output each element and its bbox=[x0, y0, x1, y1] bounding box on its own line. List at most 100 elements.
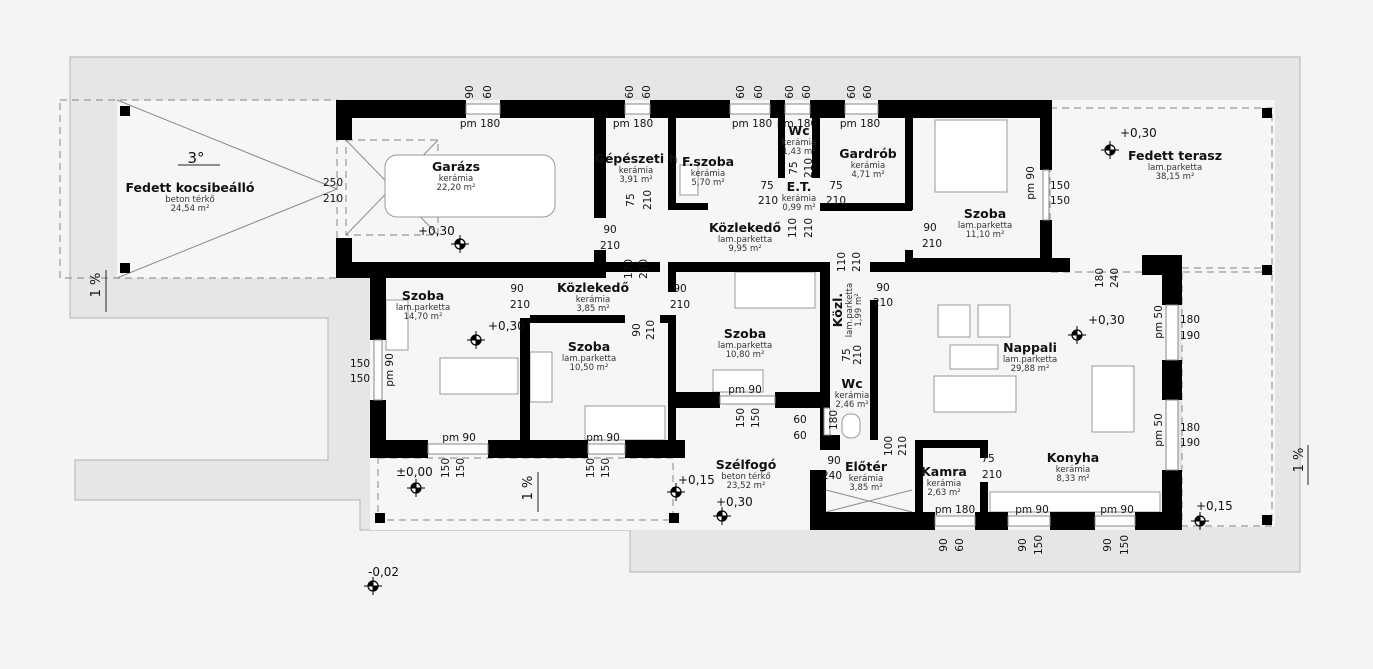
room-floor: kerámia bbox=[782, 138, 816, 148]
room-name: E.T. bbox=[787, 179, 812, 194]
dimension-label: 60 bbox=[624, 85, 636, 98]
dimension-label: 180 bbox=[828, 410, 840, 430]
dimension-label: 150 bbox=[350, 358, 370, 370]
room-floor: lam.parketta bbox=[845, 283, 855, 337]
dimension-label: 150 bbox=[1119, 535, 1131, 555]
dimension-label: pm 90 bbox=[384, 353, 396, 387]
dimension-label: 90 bbox=[938, 538, 950, 551]
dimension-label: 90 bbox=[510, 283, 523, 295]
room-name: Közl. bbox=[830, 293, 845, 327]
slope-label: 1 % bbox=[1292, 448, 1307, 473]
dimension-label: 180 bbox=[1180, 422, 1200, 434]
furniture bbox=[384, 119, 1161, 513]
dimension-label: 210 bbox=[645, 320, 657, 340]
dimension-label: 60 bbox=[862, 85, 874, 98]
dimension-label: 210 bbox=[638, 259, 650, 279]
dimension-label: pm 180 bbox=[460, 118, 500, 130]
sofa bbox=[933, 375, 1017, 413]
level-marker: ±0,00 bbox=[396, 465, 433, 497]
dimension-label: 75 bbox=[788, 161, 800, 174]
room-name: Szoba bbox=[724, 326, 766, 341]
room-area: 11,10 m² bbox=[966, 230, 1005, 240]
room-area: 24,54 m² bbox=[171, 204, 210, 214]
level-label: +0,30 bbox=[716, 495, 753, 509]
level-marker: +0,30 bbox=[713, 495, 753, 525]
dimension-label: 150 bbox=[1050, 195, 1070, 207]
dimension-label: 210 bbox=[670, 299, 690, 311]
dimension-label: 210 bbox=[510, 299, 530, 311]
dimension-label: 75 bbox=[760, 180, 773, 192]
room-floor: lam.parketta bbox=[1148, 163, 1202, 173]
bed bbox=[439, 357, 519, 395]
room-name: Konyha bbox=[1047, 450, 1099, 465]
walls bbox=[336, 100, 1182, 530]
dimension-label: pm 180 bbox=[935, 504, 975, 516]
room-area: 10,50 m² bbox=[570, 363, 609, 373]
dimension-label: 90 bbox=[673, 283, 686, 295]
dimension-label: 240 bbox=[1109, 268, 1121, 288]
level-marker: +0,30 bbox=[1068, 313, 1125, 344]
room-floor: kerámia bbox=[619, 166, 653, 176]
dimension-label: pm 50 bbox=[1153, 305, 1165, 339]
dimension-label: 90 bbox=[923, 222, 936, 234]
dimension-label: 240 bbox=[822, 470, 842, 482]
dimension-label: 75 bbox=[829, 180, 842, 192]
dimension-label: 90 bbox=[1102, 538, 1114, 551]
dimension-label: 210 bbox=[642, 190, 654, 210]
room-floor: lam.parketta bbox=[718, 341, 772, 351]
room-floor: lam.parketta bbox=[958, 221, 1012, 231]
room-floor: lam.parketta bbox=[562, 354, 616, 364]
dimension-label: 210 bbox=[826, 195, 846, 207]
slope-labels: 3° 1 % 1 % 1 % bbox=[89, 149, 1309, 512]
level-label: +0,30 bbox=[1120, 126, 1157, 140]
level-marker: +0,30 bbox=[1101, 126, 1157, 159]
dimension-label: pm 90 bbox=[1015, 504, 1049, 516]
toilet bbox=[841, 413, 861, 439]
dimension-label: 250 bbox=[323, 177, 343, 189]
dimension-label: 75 bbox=[841, 348, 853, 361]
dimension-label: 60 bbox=[784, 85, 796, 98]
room-name: Fedett terasz bbox=[1128, 148, 1222, 163]
dimension-label: 150 bbox=[440, 458, 452, 478]
dimension-label: 60 bbox=[641, 85, 653, 98]
room-floor: kerámia bbox=[439, 174, 473, 184]
room-area: 38,15 m² bbox=[1156, 172, 1195, 182]
room-area: 8,33 m² bbox=[1056, 474, 1089, 484]
slope-label: 3° bbox=[187, 149, 204, 167]
room-area: 3,85 m² bbox=[849, 483, 882, 493]
room-name: Wc bbox=[788, 123, 809, 138]
dimension-label: pm 90 bbox=[1025, 166, 1037, 200]
room-floor: lam.parketta bbox=[718, 235, 772, 245]
level-label: +0,30 bbox=[418, 224, 455, 238]
room-name: Szoba bbox=[402, 288, 444, 303]
dimension-label: 75 bbox=[981, 453, 994, 465]
room-floor: beton térkő bbox=[721, 471, 770, 482]
room-area: 23,52 m² bbox=[727, 481, 766, 491]
dimension-label: 90 bbox=[464, 85, 476, 98]
dimension-label: 150 bbox=[455, 458, 467, 478]
dimension-label: 150 bbox=[1050, 180, 1070, 192]
level-marker: +0,15 bbox=[1191, 499, 1233, 530]
desk bbox=[712, 369, 764, 393]
room-name: F.szoba bbox=[682, 154, 734, 169]
dimension-label: 90 bbox=[827, 455, 840, 467]
room-area: 10,80 m² bbox=[726, 350, 765, 360]
room-floor: lam.parketta bbox=[1003, 355, 1057, 365]
room-area: 1,43 m² bbox=[782, 147, 815, 157]
room-name: Gardrób bbox=[839, 146, 897, 161]
dimension-label: 110 bbox=[836, 252, 848, 272]
room-name: Közlekedő bbox=[709, 220, 781, 235]
dimension-label: 90 bbox=[876, 282, 889, 294]
level-label: +0,30 bbox=[1088, 313, 1125, 327]
dimension-label: 170 bbox=[623, 259, 635, 279]
coffee-table bbox=[949, 344, 999, 370]
desk bbox=[529, 351, 553, 403]
dimension-label: 210 bbox=[758, 195, 778, 207]
dimension-label: 210 bbox=[873, 297, 893, 309]
dimension-label: pm 90 bbox=[1100, 504, 1134, 516]
